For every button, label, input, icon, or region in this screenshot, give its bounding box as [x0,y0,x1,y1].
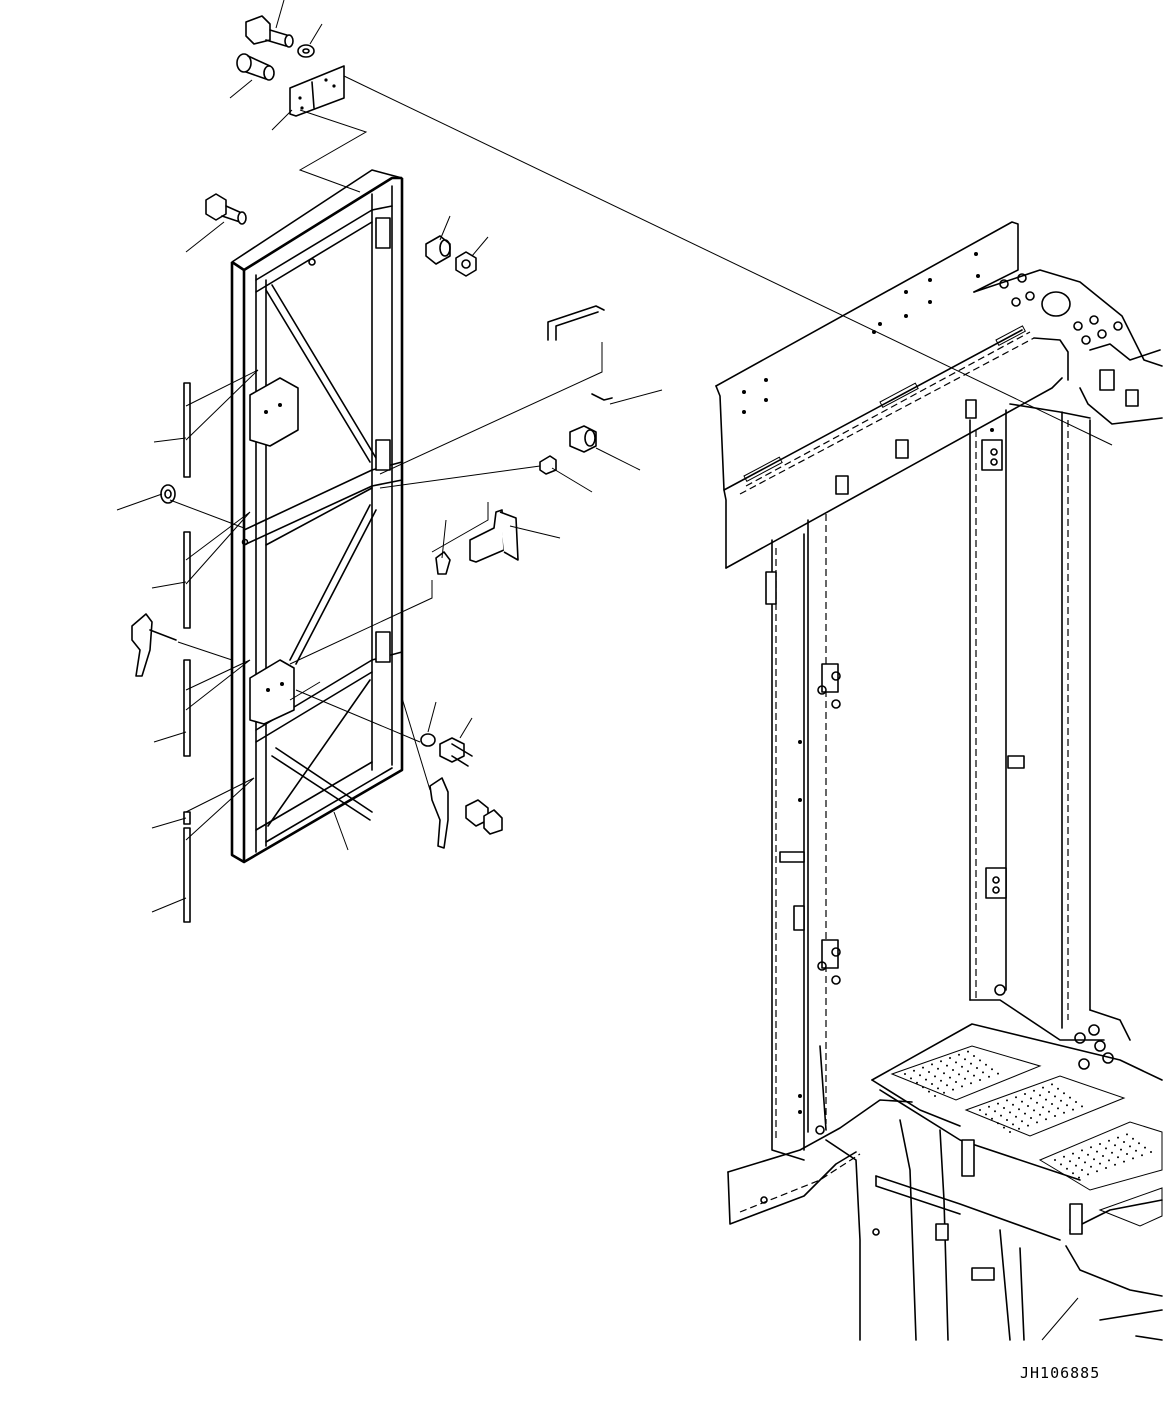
bolt-top-2 [236,53,275,81]
pin-1 [183,382,191,478]
drawing-id-label: JH106885 [1020,1364,1101,1382]
perforation-dots [904,1050,1152,1179]
machine-structure [715,221,1163,1341]
pin-5 [183,827,191,923]
latch-handle-left [131,613,177,677]
parts-hardware [131,15,613,923]
hinge-part [289,65,345,117]
door-frame [230,169,404,864]
bolt-frame [205,193,247,225]
washer-top [297,44,315,58]
pin-3 [183,659,191,757]
bolt-lower [439,737,473,767]
bolt-top-1 [245,15,294,48]
leader-lines [116,0,1113,1341]
spacer-and-nut [425,235,477,277]
bracket-part [469,509,519,563]
